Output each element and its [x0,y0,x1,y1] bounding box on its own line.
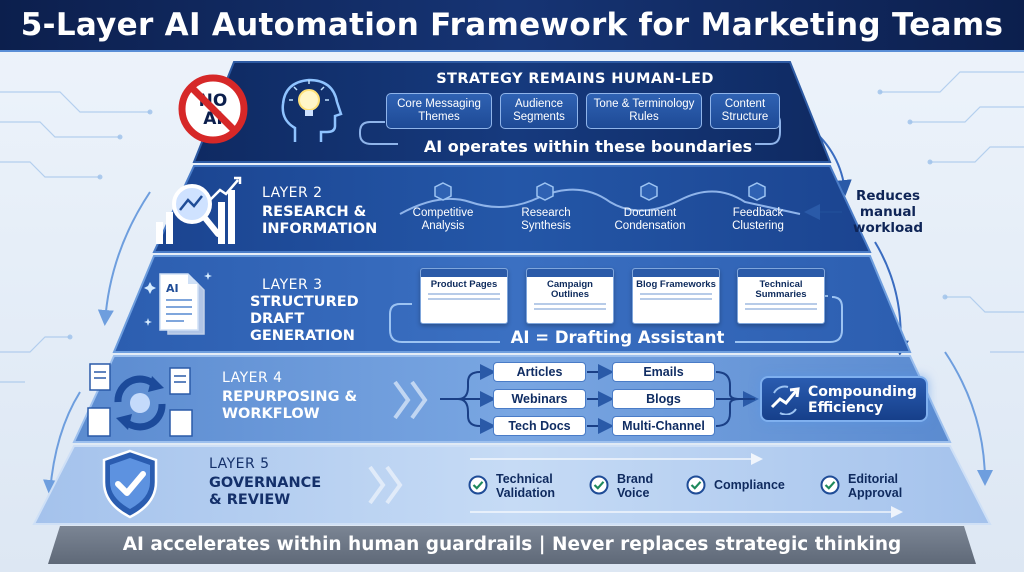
footer-text: AI accelerates within human guardrails |… [122,534,902,555]
footer-band-shape [48,526,976,564]
layer5-chevrons [368,465,403,505]
output-emails: Emails [612,362,715,382]
shield-check-icon [102,449,158,519]
layer3-title-1: STRUCTURED [250,294,359,310]
layer2-title-2: INFORMATION [262,221,378,237]
layer5-title-1: GOVERNANCE [209,475,322,491]
layer3-loop-right [735,296,843,343]
repurpose-cycle-icon [87,363,193,437]
check-label: Technical Validation [496,472,556,500]
check-label: Editorial Approval [848,472,903,500]
doc-card-campaign-outlines: Campaign Outlines [526,268,614,324]
doc-card-title: Blog Frameworks [636,279,716,290]
layer3-num: LAYER 3 [262,277,323,293]
circuit-decoration-right [877,71,1024,353]
layer1-title: STRATEGY REMAINS HUMAN-LED [436,71,714,87]
magnifier-chart-icon [156,176,242,244]
layer4-chevrons [393,380,428,420]
layer1-loop-left [359,121,398,145]
circuit-decoration-left [0,91,153,383]
side-note: Reduces manual workload [840,188,936,236]
title-bar: 5-Layer AI Automation Framework for Mark… [0,0,1024,52]
page-title: 5-Layer AI Automation Framework for Mark… [20,7,1004,43]
doc-card-title: Campaign Outlines [547,279,593,300]
svg-text:AI: AI [166,282,179,295]
check-compliance: Compliance [686,473,796,497]
trend-cycle-icon [770,385,800,415]
check-circle-icon [468,475,488,495]
side-arrow-left-mid [97,191,151,326]
side-note-line1: Reduces [855,188,921,204]
layer1-boundary-text: AI operates within these boundaries [423,137,753,156]
input-articles: Articles [493,362,586,382]
ai-document-icon: AI [144,272,212,335]
chip-content-structure: Content Structure [710,93,780,129]
check-technical-validation: Technical Validation [468,470,578,504]
compounding-text: Compounding Efficiency [808,384,917,416]
chip-core-messaging: Core Messaging Themes [386,93,492,129]
layer1-icon [275,72,355,148]
layer2-flow-line [399,188,801,215]
doc-card-technical-summaries: Technical Summaries [737,268,825,324]
side-note-line2: manual [859,204,917,220]
doc-card-blog-frameworks: Blog Frameworks [632,268,720,324]
step-document-condensation: Document Condensation [614,207,686,232]
input-tech-docs: Tech Docs [493,416,586,436]
drafting-assistant-label: AI = Drafting Assistant [510,328,725,347]
layer2-num: LAYER 2 [262,185,323,201]
layer3-loop-left [389,303,500,343]
step-research-synthesis: Research Synthesis [521,207,571,232]
layer3-title-2: DRAFT [250,311,305,327]
side-arrow-left-bottom [43,391,81,496]
side-note-line3: workload [852,220,924,236]
no-ai-icon: NO AI [178,74,248,144]
layer5-icon [98,448,162,520]
doc-card-product-pages: Product Pages [420,268,508,324]
step-feedback-clustering: Feedback Clustering [732,207,784,232]
layer2-icon [150,172,245,250]
layer3-title-3: GENERATION [250,328,355,344]
footer-band: AI accelerates within human guardrails |… [0,525,1024,565]
layer4-num: LAYER 4 [222,370,283,386]
output-multi-channel: Multi-Channel [612,416,715,436]
side-arrow-right-bottom [944,351,993,486]
doc-card-title: Technical Summaries [755,279,807,300]
layer4-title-2: WORKFLOW [222,406,320,422]
check-brand-voice: Brand Voice [589,470,669,504]
layer4-title-1: REPURPOSING & [222,389,358,405]
compounding-efficiency-box: Compounding Efficiency [760,376,928,422]
check-circle-icon [589,475,609,495]
check-circle-icon [820,475,840,495]
check-label: Brand Voice [617,472,654,500]
head-lightbulb-icon [281,78,343,142]
input-webinars: Webinars [493,389,586,409]
layer5-num: LAYER 5 [209,456,270,472]
layer5-band [32,445,992,525]
doc-card-title: Product Pages [430,279,498,290]
check-label: Compliance [714,478,785,492]
layer3-icon: AI [142,268,222,344]
layer2-title-1: RESEARCH & [262,204,367,220]
output-blogs: Blogs [612,389,715,409]
check-editorial-approval: Editorial Approval [820,470,920,504]
layer4-connectors [440,364,759,434]
layer2-hex-nodes [434,182,766,201]
check-circle-icon [686,475,706,495]
step-competitive-analysis: Competitive Analysis [412,207,474,232]
chip-audience-segments: Audience Segments [500,93,578,129]
layer5-title-2: & REVIEW [209,492,291,508]
layer4-icon [84,360,194,442]
no-ai-badge: NO AI [178,74,248,144]
chip-tone-terminology: Tone & Terminology Rules [586,93,702,129]
